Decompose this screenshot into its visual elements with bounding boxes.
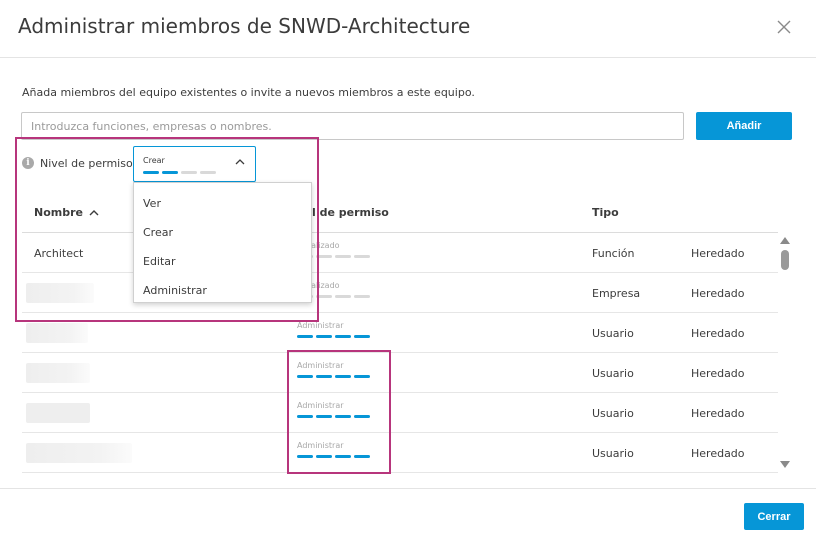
permission-bar	[354, 295, 370, 298]
row-type: Usuario	[592, 367, 634, 380]
permission-selected-value: Crear	[143, 156, 165, 165]
permission-bar	[316, 335, 332, 338]
row-type: Usuario	[592, 447, 634, 460]
row-permission-bars	[297, 455, 370, 458]
row-permission-level: Administrar	[297, 401, 370, 418]
row-status: Heredado	[691, 327, 745, 340]
column-header-permission-level[interactable]: l de permiso	[312, 206, 389, 219]
permission-bar	[162, 171, 178, 174]
row-permission-label: Administrar	[297, 321, 344, 330]
dialog-description: Añada miembros del equipo existentes o i…	[22, 86, 475, 99]
row-permission-label: Administrar	[297, 361, 344, 370]
permission-bar	[354, 335, 370, 338]
permission-bar	[335, 335, 351, 338]
permission-bar	[181, 171, 197, 174]
permission-bar	[297, 415, 313, 418]
column-header-name-label: Nombre	[34, 206, 83, 219]
permission-bar	[200, 171, 216, 174]
table-scrollbar[interactable]	[778, 233, 792, 473]
row-permission-bars	[297, 335, 370, 338]
row-permission-level: Administrar	[297, 361, 370, 378]
permission-bar	[316, 455, 332, 458]
dropdown-option-administrar[interactable]: Administrar	[143, 284, 207, 297]
permission-bar	[354, 415, 370, 418]
permission-bar	[316, 415, 332, 418]
permission-bar	[354, 255, 370, 258]
permission-bar	[297, 455, 313, 458]
permission-bar	[297, 335, 313, 338]
chevron-up-icon	[235, 159, 245, 165]
close-icon[interactable]	[774, 17, 794, 37]
dropdown-option-editar[interactable]: Editar	[143, 255, 176, 268]
column-header-name[interactable]: Nombre	[34, 206, 99, 219]
redacted-name	[26, 323, 88, 343]
row-type: Empresa	[592, 287, 641, 300]
permission-select[interactable]: Crear	[133, 146, 256, 182]
dialog-header: Administrar miembros de SNWD-Architectur…	[0, 0, 816, 58]
permission-bar	[316, 375, 332, 378]
permission-label: Nivel de permiso	[40, 156, 133, 170]
permission-bar	[335, 295, 351, 298]
permission-bar	[335, 375, 351, 378]
permission-bar	[335, 455, 351, 458]
permission-bar	[335, 415, 351, 418]
row-name: Architect	[34, 247, 84, 260]
scrollbar-thumb[interactable]	[781, 250, 789, 270]
row-status: Heredado	[691, 287, 745, 300]
row-permission-label: Administrar	[297, 441, 344, 450]
row-type: Función	[592, 247, 635, 260]
footer-divider	[0, 488, 816, 489]
permission-bar	[354, 455, 370, 458]
row-permission-level: Administrar	[297, 441, 370, 458]
table-row[interactable]: Administrar Usuario Heredado	[22, 433, 778, 473]
permission-bar	[143, 171, 159, 174]
permission-bar	[297, 375, 313, 378]
scroll-up-arrow-icon[interactable]	[780, 237, 790, 244]
redacted-name	[26, 443, 132, 463]
scroll-down-arrow-icon[interactable]	[780, 461, 790, 468]
row-permission-level: Administrar	[297, 321, 370, 338]
row-status: Heredado	[691, 247, 745, 260]
table-row[interactable]: Administrar Usuario Heredado	[22, 313, 778, 353]
permission-bar	[354, 375, 370, 378]
permission-bar	[316, 255, 332, 258]
table-row[interactable]: Administrar Usuario Heredado	[22, 393, 778, 433]
sort-ascending-icon	[89, 210, 99, 216]
row-type: Usuario	[592, 327, 634, 340]
add-button[interactable]: Añadir	[696, 112, 792, 140]
table-row[interactable]: sonalizado Empresa Heredado	[22, 273, 778, 313]
close-button[interactable]: Cerrar	[744, 503, 804, 530]
row-permission-bars	[297, 375, 370, 378]
column-header-type[interactable]: Tipo	[592, 206, 619, 219]
permission-level-bars	[143, 171, 216, 174]
row-status: Heredado	[691, 447, 745, 460]
permission-row: i Nivel de permiso	[22, 155, 133, 171]
dropdown-option-ver[interactable]: Ver	[143, 197, 161, 210]
dropdown-option-crear[interactable]: Crear	[143, 226, 173, 239]
permission-dropdown: Ver Crear Editar Administrar	[133, 182, 312, 303]
row-status: Heredado	[691, 367, 745, 380]
redacted-name	[26, 403, 90, 423]
redacted-name	[26, 363, 90, 383]
permission-bar	[335, 255, 351, 258]
info-icon: i	[22, 157, 34, 169]
row-permission-bars	[297, 415, 370, 418]
search-input[interactable]	[21, 112, 684, 140]
redacted-name	[26, 283, 94, 303]
row-status: Heredado	[691, 407, 745, 420]
row-type: Usuario	[592, 407, 634, 420]
row-permission-label: Administrar	[297, 401, 344, 410]
table-header-divider	[22, 232, 778, 233]
table-row[interactable]: Administrar Usuario Heredado	[22, 353, 778, 393]
dialog-title: Administrar miembros de SNWD-Architectur…	[18, 14, 471, 38]
permission-bar	[316, 295, 332, 298]
